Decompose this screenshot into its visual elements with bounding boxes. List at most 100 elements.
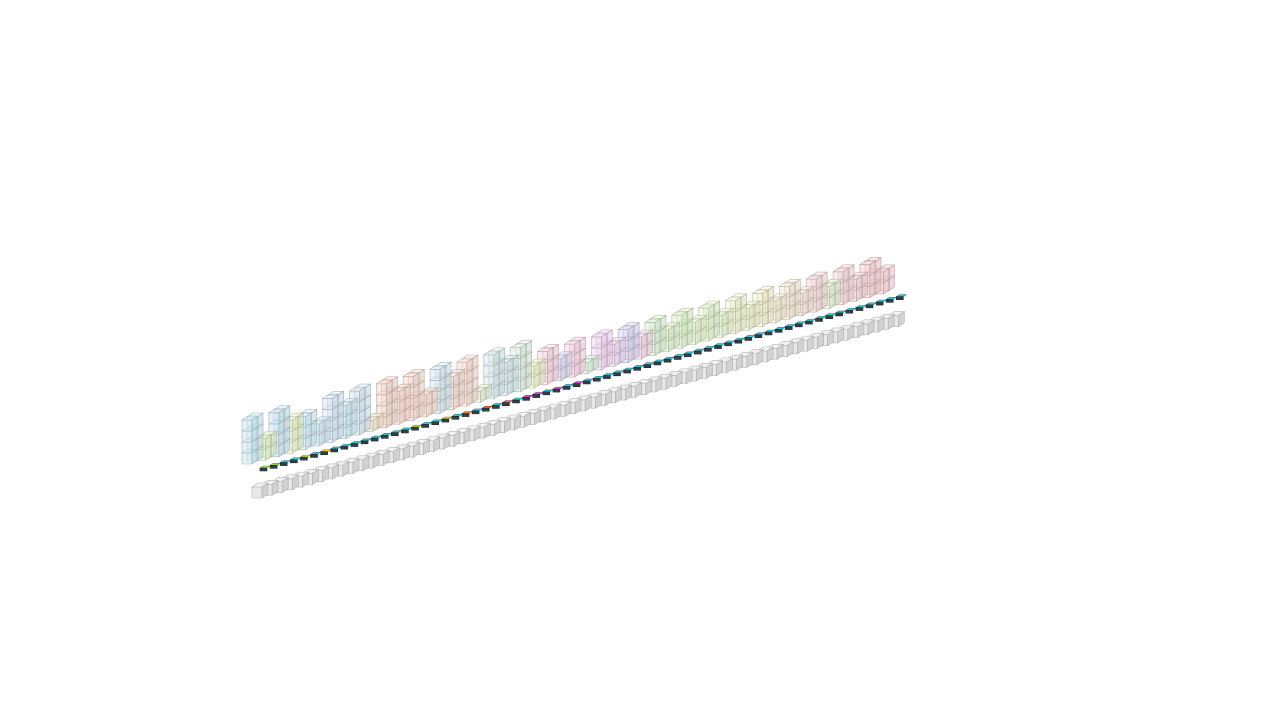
marker-tile-front (653, 361, 662, 366)
cube-side-face (466, 357, 474, 374)
marker-tile (259, 465, 271, 472)
cube-side-face (281, 476, 289, 494)
marker-tile-front (764, 331, 773, 336)
marker-tile (450, 414, 463, 420)
marker-tile-front (815, 318, 823, 322)
cube-side-face (625, 384, 632, 401)
marker-tile (531, 392, 544, 398)
marker-tile (764, 329, 776, 336)
cube-side-face (544, 406, 552, 423)
marker-tile-front (562, 386, 571, 390)
cube-side-face (345, 401, 353, 418)
base-row (251, 311, 906, 499)
cube-side-face (708, 303, 716, 320)
marker-tile-front (895, 296, 904, 300)
cube-front-face (251, 486, 263, 499)
cube-side-face (829, 281, 836, 299)
marker-tile-front (623, 369, 631, 374)
marker-tile-front (512, 399, 520, 404)
column-cube (482, 350, 501, 367)
marker-tile (743, 335, 756, 341)
marker-tile-front (380, 435, 389, 439)
cube-front-face (376, 394, 387, 407)
marker-tile (491, 403, 504, 409)
marker-tile-front (704, 348, 712, 352)
cube-side-face (627, 325, 635, 342)
cube-side-face (520, 343, 527, 360)
marker-tile-front (835, 312, 844, 317)
marker-tile-front (532, 394, 541, 398)
marker-tile (461, 411, 473, 417)
column-cube (429, 364, 448, 381)
cube-side-face (291, 415, 299, 432)
marker-tile (471, 408, 484, 415)
cube-side-face (587, 357, 595, 375)
cube-side-face (426, 390, 433, 407)
cube-side-face (802, 289, 810, 306)
marker-tile-front (542, 391, 551, 396)
cube-side-face (560, 354, 568, 371)
marker-tile (430, 419, 443, 426)
marker-tile (794, 321, 807, 328)
cube-side-face (665, 373, 673, 390)
marker-tile (683, 351, 696, 358)
cube-side-face (796, 338, 804, 355)
cube-side-face (413, 441, 420, 458)
cube-side-face (857, 321, 865, 339)
marker-tile (279, 460, 292, 466)
marker-tile-front (885, 299, 894, 303)
marker-tile-front (330, 448, 339, 453)
marker-tile (632, 365, 645, 371)
marker-tile (733, 337, 746, 344)
cube-side-face (564, 400, 572, 417)
marker-tile-front (421, 424, 429, 428)
cube-side-face (251, 415, 259, 432)
marker-tile-front (724, 342, 732, 347)
cube-side-face (453, 430, 461, 447)
cube-side-face (681, 310, 689, 327)
cube-side-face (534, 408, 542, 426)
cube-side-face (278, 408, 286, 425)
marker-tile (299, 454, 312, 461)
cube-side-face (359, 386, 366, 403)
cube-front-face (483, 354, 495, 367)
marker-tile-front (502, 402, 510, 407)
marker-tile-front (774, 328, 783, 333)
marker-tile-front (865, 304, 874, 309)
marker-tile-front (411, 426, 419, 431)
cube-side-face (883, 267, 890, 284)
marker-tile (269, 462, 282, 469)
marker-tile-front (633, 367, 642, 371)
cube-side-face (847, 324, 855, 341)
marker-tile (703, 346, 716, 352)
cube-side-face (655, 376, 663, 393)
cube-side-face (716, 360, 723, 377)
marker-tile (622, 367, 635, 374)
marker-tile (339, 443, 352, 450)
marker-row (259, 294, 908, 472)
marker-tile (602, 373, 615, 379)
cube-side-face (533, 361, 541, 378)
marker-tile (511, 397, 524, 404)
cube-side-face (726, 357, 733, 374)
column-cube (348, 386, 367, 403)
cube-side-face (547, 346, 554, 363)
marker-tile (541, 389, 554, 396)
cube-front-face (322, 397, 333, 410)
marker-tile-front (754, 334, 763, 339)
cube-side-face (736, 354, 744, 371)
marker-tile-front (572, 383, 581, 387)
cube-side-face (352, 457, 360, 475)
cube-front-face (241, 419, 253, 432)
marker-tile (501, 400, 514, 407)
marker-tile (663, 356, 675, 363)
cube-side-face (762, 288, 769, 306)
marker-tile-front (350, 443, 359, 447)
marker-tile-front (360, 440, 369, 445)
marker-tile (481, 405, 494, 412)
cube-side-face (574, 339, 581, 356)
cube-side-face (786, 340, 794, 358)
cube-side-face (342, 460, 350, 477)
